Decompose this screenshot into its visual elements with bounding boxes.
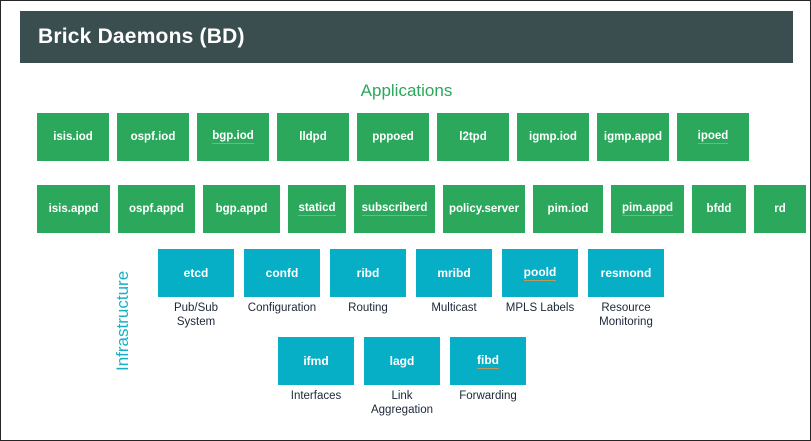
application-box-label: bgp.iod <box>212 130 254 145</box>
infrastructure-box-label: etcd <box>183 266 209 280</box>
application-box[interactable]: subscriberd <box>354 185 435 233</box>
infrastructure-caption: MPLS Labels <box>505 302 575 314</box>
infrastructure-caption: Configuration <box>247 302 317 314</box>
infrastructure-box[interactable]: confd <box>244 249 320 297</box>
applications-row-1: isis.iod ospf.iod bgp.iod lldpd pppoed l2tpd i… <box>37 113 749 161</box>
infrastructure-box[interactable]: lagd <box>364 337 440 385</box>
application-box-label: ipoed <box>697 130 729 145</box>
infrastructure-caption: Link Aggregation <box>370 390 434 416</box>
header-bar: Brick Daemons (BD) <box>20 11 793 63</box>
application-box-label: staticd <box>298 202 336 217</box>
infrastructure-box[interactable]: ribd <box>330 249 406 297</box>
infrastructure-caption: Multicast <box>431 302 477 314</box>
infrastructure-box-label: resmond <box>600 266 652 280</box>
application-box-label: rd <box>774 202 786 215</box>
application-box-label: ospf.appd <box>129 202 184 215</box>
application-box[interactable]: pim.appd <box>611 185 684 233</box>
application-box-label: igmp.appd <box>603 130 663 143</box>
application-box[interactable]: bfdd <box>692 185 746 233</box>
infrastructure-caption: Routing <box>348 302 388 314</box>
applications-section-title: Applications <box>360 81 453 100</box>
application-box[interactable]: bgp.iod <box>197 113 269 161</box>
application-box[interactable]: ospf.appd <box>118 185 195 233</box>
application-box[interactable]: pim.iod <box>533 185 603 233</box>
infrastructure-box[interactable]: fibd <box>450 337 526 385</box>
infrastructure-box-label: lagd <box>389 354 415 368</box>
application-box[interactable]: igmp.appd <box>597 113 669 161</box>
infrastructure-box[interactable]: mribd <box>416 249 492 297</box>
application-box[interactable]: ipoed <box>677 113 749 161</box>
infrastructure-box[interactable]: ifmd <box>278 337 354 385</box>
application-box[interactable]: igmp.iod <box>517 113 589 161</box>
page-title: Brick Daemons (BD) <box>38 25 245 48</box>
application-box-label: lldpd <box>299 130 327 143</box>
infrastructure-box-label: confd <box>265 266 299 280</box>
infrastructure-box-label: ifmd <box>303 354 329 368</box>
infrastructure-box[interactable]: resmond <box>588 249 664 297</box>
infrastructure-box[interactable]: etcd <box>158 249 234 297</box>
application-box[interactable]: staticd <box>288 185 346 233</box>
infrastructure-caption: Interfaces <box>290 390 342 402</box>
infrastructure-caption: Resource Monitoring <box>599 302 653 328</box>
application-box[interactable]: rd <box>754 185 806 233</box>
application-box[interactable]: l2tpd <box>437 113 509 161</box>
infrastructure-box-label: poold <box>523 265 557 281</box>
infrastructure-caption: Forwarding <box>459 390 517 402</box>
application-box-label: isis.appd <box>48 202 99 215</box>
application-box-label: ospf.iod <box>130 130 176 143</box>
application-box-label: pim.iod <box>547 202 589 215</box>
application-box-label: pim.appd <box>621 202 674 217</box>
application-box-label: isis.iod <box>53 130 93 143</box>
application-box[interactable]: isis.appd <box>37 185 110 233</box>
applications-row-2: isis.appd ospf.appd bgp.appd staticd subscri… <box>37 185 806 233</box>
infrastructure-box[interactable]: poold <box>502 249 578 297</box>
application-box-label: l2tpd <box>459 130 487 143</box>
infrastructure-section-title: Infrastructure <box>113 270 132 372</box>
application-box[interactable]: pppoed <box>357 113 429 161</box>
application-box-label: pppoed <box>372 130 414 143</box>
application-box[interactable]: bgp.appd <box>203 185 280 233</box>
application-box-label: igmp.iod <box>529 130 577 143</box>
infrastructure-box-label: ribd <box>356 266 380 280</box>
infrastructure-caption: Pub/Sub System <box>173 302 219 328</box>
application-box[interactable]: lldpd <box>277 113 349 161</box>
application-box[interactable]: policy.server <box>443 185 525 233</box>
application-box-label: subscriberd <box>361 202 428 217</box>
application-box-label: bgp.appd <box>215 202 268 215</box>
infrastructure-box-label: mribd <box>437 266 471 280</box>
application-box[interactable]: ospf.iod <box>117 113 189 161</box>
application-box-label: bfdd <box>706 202 732 215</box>
application-box[interactable]: isis.iod <box>37 113 109 161</box>
infrastructure-box-label: fibd <box>477 353 499 369</box>
application-box-label: policy.server <box>448 202 520 215</box>
